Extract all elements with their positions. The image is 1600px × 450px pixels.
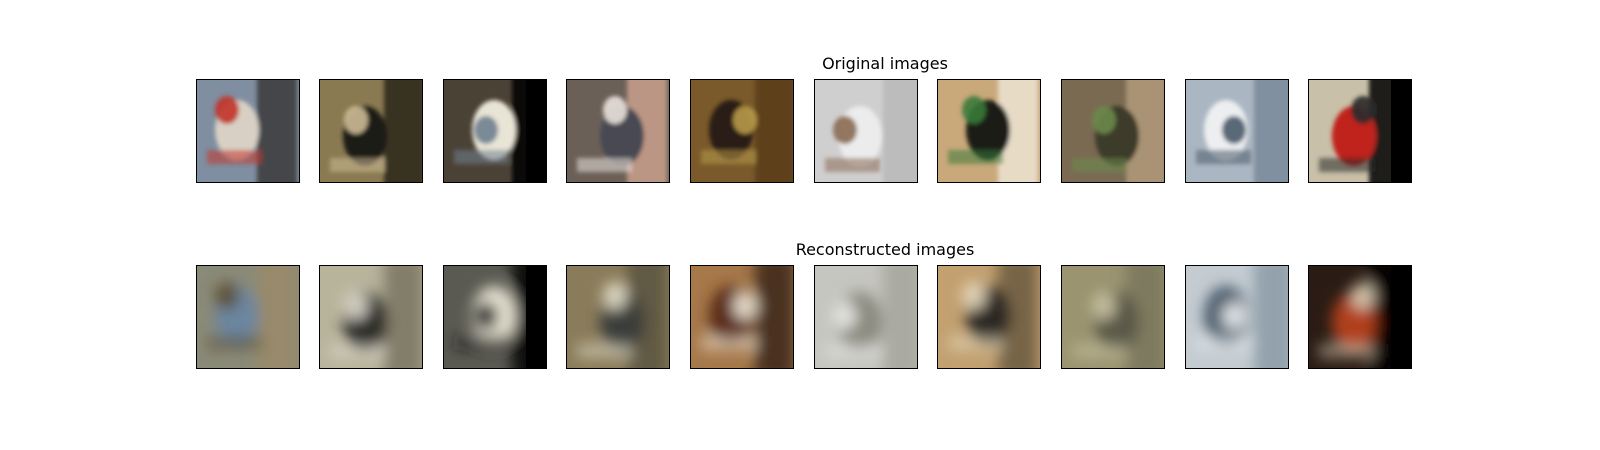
reconstructed-image-3	[443, 265, 547, 369]
reconstructed-image-6	[814, 265, 918, 369]
original-image-9	[1185, 79, 1289, 183]
reconstructed-image-1	[196, 265, 300, 369]
reconstructed-image-8	[1061, 265, 1165, 369]
reconstructed-image-7	[937, 265, 1041, 369]
original-image-7	[937, 79, 1041, 183]
reconstructed-images-title: Reconstructed images	[795, 240, 975, 259]
original-image-5	[690, 79, 794, 183]
original-image-6	[814, 79, 918, 183]
original-image-2	[319, 79, 423, 183]
original-image-8	[1061, 79, 1165, 183]
original-images-title: Original images	[822, 54, 948, 73]
reconstructed-image-5	[690, 265, 794, 369]
reconstructed-image-4	[566, 265, 670, 369]
original-image-4	[566, 79, 670, 183]
reconstructed-images-row	[0, 265, 1600, 371]
original-image-1	[196, 79, 300, 183]
reconstructed-image-2	[319, 265, 423, 369]
original-image-10	[1308, 79, 1412, 183]
original-images-row	[0, 79, 1600, 185]
reconstructed-image-9	[1185, 265, 1289, 369]
original-image-3	[443, 79, 547, 183]
reconstructed-image-10	[1308, 265, 1412, 369]
